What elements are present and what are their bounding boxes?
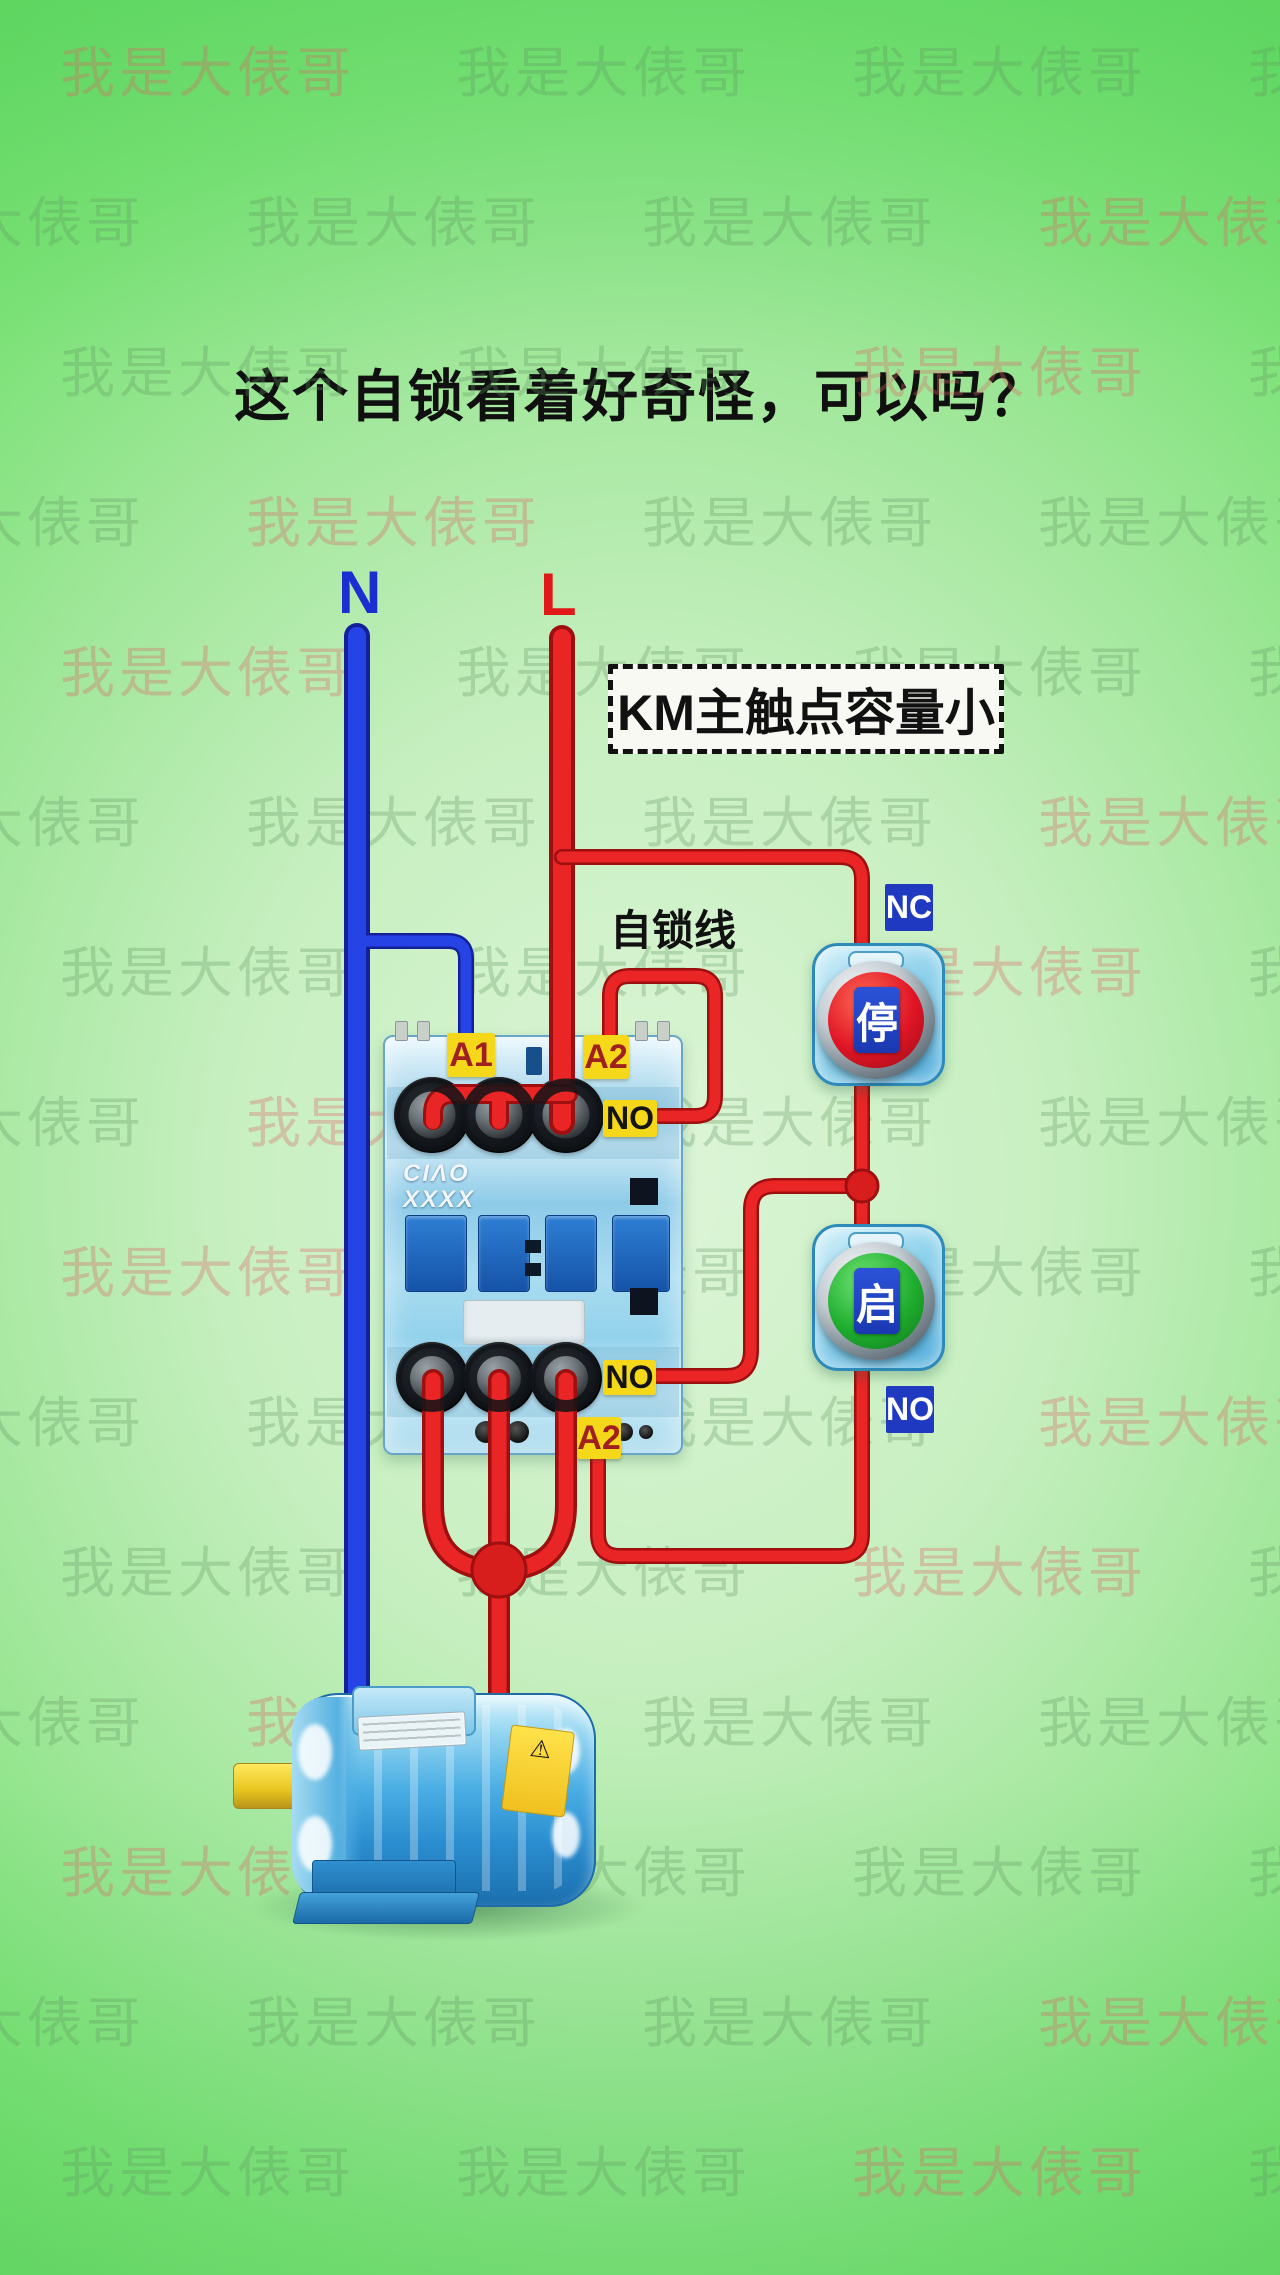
watermark-text: 我是大俵哥	[0, 1692, 146, 1754]
watermark-text: 我是大俵哥	[60, 42, 356, 104]
label-a2-bottom: A2	[577, 1417, 621, 1459]
watermark-text: 我是大俵哥	[246, 792, 542, 854]
selflock-wire-label: 自锁线	[610, 907, 737, 954]
contactor-marker	[630, 1178, 658, 1205]
live-wire	[549, 625, 870, 1135]
watermark-text: 我是大俵哥	[1248, 1842, 1280, 1904]
contactor-pin	[635, 1021, 648, 1041]
watermark-text: 我是大俵哥	[1038, 792, 1280, 854]
contactor-front-block	[405, 1215, 467, 1292]
stop-start-wire	[590, 1070, 880, 1564]
watermark-text: 我是大俵哥	[60, 642, 356, 704]
brand-line1: CIΛO	[403, 1160, 470, 1187]
watermark-text: 我是大俵哥	[0, 1392, 146, 1454]
contactor-connector	[525, 1240, 541, 1253]
contactor-slot	[526, 1047, 542, 1075]
watermark-text: 我是大俵哥	[852, 1842, 1148, 1904]
watermark-text: 我是大俵哥	[60, 1542, 356, 1604]
label-a2-top: A2	[583, 1035, 629, 1079]
watermark-text: 我是大俵哥	[642, 792, 938, 854]
watermark-text: 我是大俵哥	[1248, 1242, 1280, 1304]
junction-dot	[844, 1168, 880, 1204]
watermark-text: 我是大俵哥	[1248, 42, 1280, 104]
wire-junction-blob	[470, 1541, 528, 1599]
contactor-marker	[630, 1288, 658, 1315]
contactor-pin	[395, 1021, 408, 1041]
start-button-char: 启	[854, 1268, 900, 1334]
watermark-text: 我是大俵哥	[0, 1992, 146, 2054]
motor-highlight	[552, 1812, 580, 1858]
neutral-wire	[344, 623, 474, 1718]
watermark-text: 我是大俵哥	[642, 192, 938, 254]
neutral-wire-label: N	[338, 559, 382, 626]
watermark-text: 我是大俵哥	[642, 1992, 938, 2054]
warning-icon: ⚠	[528, 1734, 553, 1765]
contactor-screw	[507, 1421, 529, 1443]
watermark-text: 我是大俵哥	[0, 192, 146, 254]
motor-feed-wires	[422, 1369, 577, 1719]
watermark-text: 我是大俵哥	[456, 42, 752, 104]
tag-no: NO	[886, 1386, 934, 1433]
watermark-text: 我是大俵哥	[642, 1692, 938, 1754]
label-a1: A1	[447, 1033, 495, 1077]
watermark-text: 我是大俵哥	[60, 2142, 356, 2204]
motor-highlight	[298, 1724, 332, 1780]
watermark-text: 我是大俵哥	[246, 192, 542, 254]
watermark-text: 我是大俵哥	[642, 1392, 938, 1454]
contactor-screw	[639, 1425, 653, 1439]
motor-nameplate	[357, 1711, 467, 1751]
selflock-wire	[602, 968, 723, 1124]
contactor-pin	[417, 1021, 430, 1041]
watermark-text: 我是大俵哥	[0, 492, 146, 554]
stop-button-char: 停	[854, 987, 900, 1053]
live-wire-label: L	[540, 561, 577, 628]
watermark-text: 我是大俵哥	[1038, 1392, 1280, 1454]
watermark-text: 我是大俵哥	[456, 342, 752, 404]
watermark-text: 我是大俵哥	[60, 1242, 356, 1304]
contactor-pin	[657, 1021, 670, 1041]
start-button: 启	[812, 1224, 945, 1371]
watermark-text: 我是大俵哥	[1038, 192, 1280, 254]
callout-box: KM主触点容量小	[608, 664, 1004, 754]
watermark-text: 我是大俵哥	[1038, 1692, 1280, 1754]
watermark-text: 我是大俵哥	[60, 942, 356, 1004]
stop-button: 停	[812, 943, 945, 1086]
watermark-text: 我是大俵哥	[456, 2142, 752, 2204]
contactor-nameplate	[463, 1300, 585, 1345]
watermark-text: 我是大俵哥	[1038, 492, 1280, 554]
watermark-text: 我是大俵哥	[852, 2142, 1148, 2204]
watermark-text: 我是大俵哥	[0, 792, 146, 854]
contactor-front-block	[545, 1215, 597, 1292]
watermark-text: 我是大俵哥	[1248, 2142, 1280, 2204]
watermark-text: 我是大俵哥	[852, 1542, 1148, 1604]
contactor-brand: CIΛO XXXX	[403, 1161, 475, 1213]
watermark-text: 我是大俵哥	[60, 342, 356, 404]
label-no-top: NO	[603, 1100, 657, 1137]
contactor-front-block	[478, 1215, 530, 1292]
watermark-text: 我是大俵哥	[0, 1092, 146, 1154]
watermark-text: 我是大俵哥	[1248, 1542, 1280, 1604]
tag-nc: NC	[885, 884, 933, 931]
watermark-text: 我是大俵哥	[246, 492, 542, 554]
watermark-text: 我是大俵哥	[1248, 342, 1280, 404]
watermark-text: 我是大俵哥	[1038, 1092, 1280, 1154]
terminal-rings	[395, 1078, 603, 1412]
watermark-text: 我是大俵哥	[1248, 642, 1280, 704]
motor-warning-label: ⚠	[500, 1724, 576, 1818]
watermark-text: 我是大俵哥	[852, 42, 1148, 104]
label-no-bottom: NO	[603, 1359, 656, 1395]
watermark-text: 我是大俵哥	[642, 492, 938, 554]
brand-line2: XXXX	[403, 1186, 476, 1213]
contactor-front-block	[612, 1215, 670, 1292]
watermark-text: 我是大俵哥	[246, 1992, 542, 2054]
contactor-connector	[525, 1263, 541, 1276]
poster-title: 这个自锁看着好奇怪，可以吗？	[234, 365, 1046, 428]
motor-base	[292, 1892, 480, 1924]
watermark-text: 我是大俵哥	[1248, 942, 1280, 1004]
watermark-text: 我是大俵哥	[852, 342, 1148, 404]
watermark-text: 我是大俵哥	[1038, 1992, 1280, 2054]
